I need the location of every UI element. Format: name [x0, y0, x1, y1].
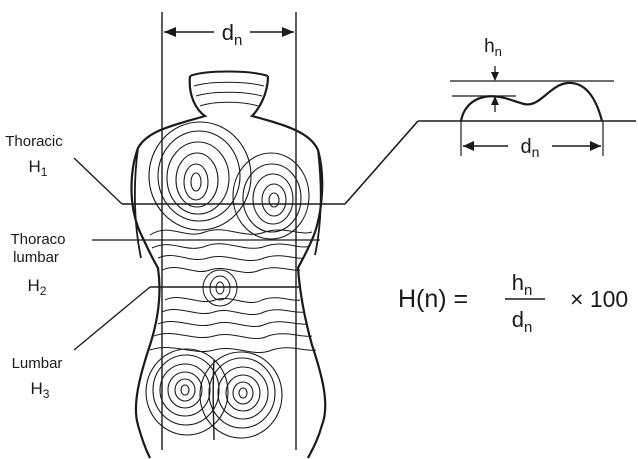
formula-denominator: dn — [512, 307, 533, 336]
thoracolumbar-index-label: H2 — [28, 276, 47, 298]
formula-lhs: H(n) = — [398, 285, 468, 313]
profile-height-label: hn — [484, 36, 502, 59]
section-lines — [74, 121, 418, 350]
cross-section-profile: hn dn — [418, 36, 636, 160]
thoracolumbar-label-line2: lumbar — [13, 249, 59, 266]
lumbar-label: Lumbar — [12, 355, 63, 372]
profile-width-arrowhead-left — [463, 141, 474, 151]
profile-width-label: dn — [521, 136, 540, 160]
thoracolumbar-label-line1: Thoraco — [10, 231, 65, 248]
level-labels: Thoracic H1 Thoraco lumbar H2 Lumbar H3 — [5, 133, 65, 401]
lumbar-leader-line — [74, 287, 150, 350]
thoracic-to-profile-connector — [345, 121, 418, 204]
width-arrowhead-right — [282, 27, 294, 37]
width-arrowhead-left — [164, 27, 176, 37]
formula: H(n) = hn dn × 100 — [398, 270, 628, 336]
thoracic-leader-line — [74, 158, 122, 204]
profile-curve — [461, 83, 602, 121]
top-width-label: dn — [222, 20, 243, 49]
formula-multiplier: × 100 — [570, 286, 628, 312]
lumbar-index-label: H3 — [31, 379, 50, 401]
thoracic-index-label: H1 — [29, 157, 48, 179]
thoracic-label: Thoracic — [5, 133, 63, 150]
formula-numerator: hn — [512, 270, 533, 299]
height-arrowhead-upper — [491, 72, 499, 81]
profile-width-arrowhead-right — [590, 141, 601, 151]
